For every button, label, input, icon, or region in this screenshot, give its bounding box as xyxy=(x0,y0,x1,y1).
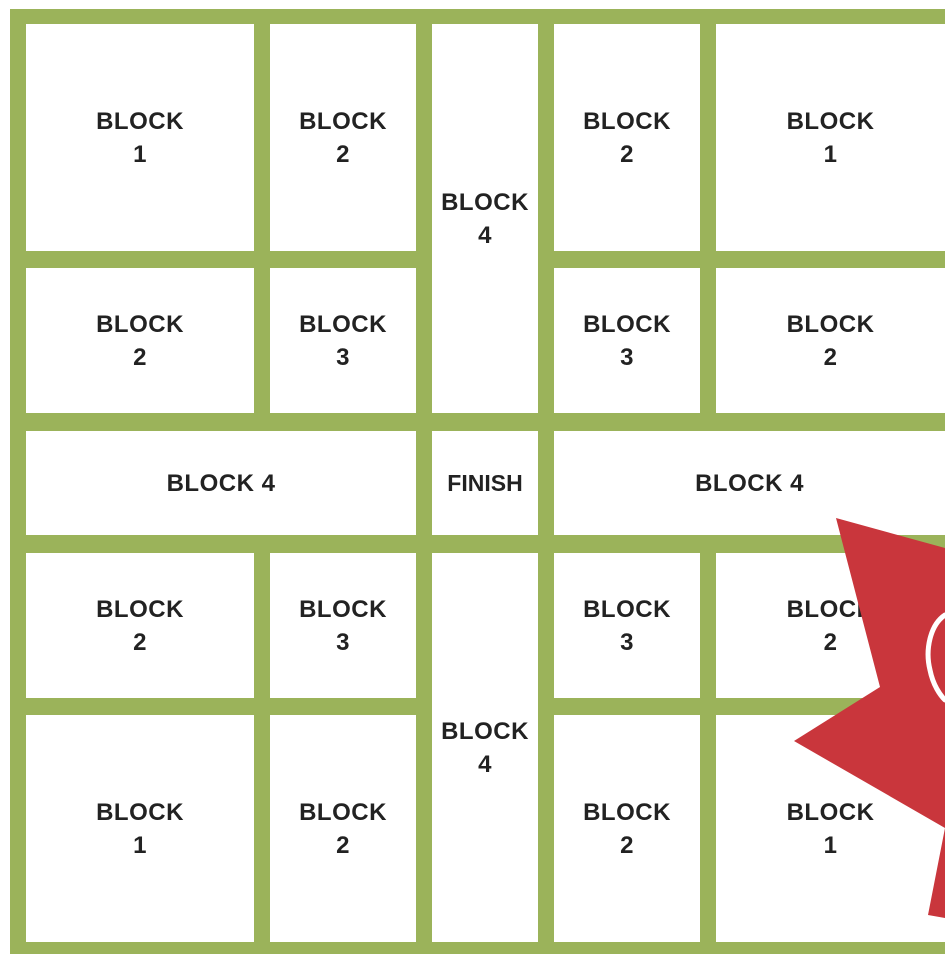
block-r1c5: BLOCK 1 xyxy=(716,24,945,251)
block-label: BLOCK 3 xyxy=(299,593,387,659)
block-r5c2: BLOCK 2 xyxy=(270,715,416,942)
block-r1c1: BLOCK 1 xyxy=(26,24,254,251)
block-r2c1: BLOCK 2 xyxy=(26,268,254,413)
block-label: BLOCK 2 xyxy=(583,105,671,171)
block-label: BLOCK 2 xyxy=(96,593,184,659)
block-r4c4: BLOCK 3 xyxy=(554,553,700,698)
block-r5c5: BLOCK 1 xyxy=(716,715,945,942)
block-r1c4: BLOCK 2 xyxy=(554,24,700,251)
block-label: FINISH xyxy=(447,467,522,500)
block-label: BLOCK 1 xyxy=(96,796,184,862)
block-r4c1: BLOCK 2 xyxy=(26,553,254,698)
block-center-top: BLOCK 4 xyxy=(432,24,538,413)
block-label: BLOCK 1 xyxy=(96,105,184,171)
block-r4c5: BLOCK 2 xyxy=(716,553,945,698)
block-center-bottom: BLOCK 4 xyxy=(432,553,538,942)
block-finish: FINISH xyxy=(432,431,538,535)
block-r2c2: BLOCK 3 xyxy=(270,268,416,413)
block-r1c2: BLOCK 2 xyxy=(270,24,416,251)
block-label: BLOCK 4 xyxy=(167,467,276,500)
block-label: BLOCK 2 xyxy=(787,593,875,659)
block-middle-left: BLOCK 4 xyxy=(26,431,416,535)
block-r4c2: BLOCK 3 xyxy=(270,553,416,698)
block-label: BLOCK 3 xyxy=(583,593,671,659)
block-label: BLOCK 4 xyxy=(695,467,804,500)
block-r5c1: BLOCK 1 xyxy=(26,715,254,942)
block-label: BLOCK 1 xyxy=(787,796,875,862)
block-label: BLOCK 4 xyxy=(441,186,529,252)
block-label: BLOCK 2 xyxy=(299,796,387,862)
block-label: BLOCK 3 xyxy=(299,308,387,374)
block-label: BLOCK 1 xyxy=(787,105,875,171)
block-r2c5: BLOCK 2 xyxy=(716,268,945,413)
block-label: BLOCK 2 xyxy=(583,796,671,862)
block-label: BLOCK 2 xyxy=(299,105,387,171)
block-r5c4: BLOCK 2 xyxy=(554,715,700,942)
block-label: BLOCK 4 xyxy=(441,715,529,781)
block-label: BLOCK 2 xyxy=(96,308,184,374)
block-r2c4: BLOCK 3 xyxy=(554,268,700,413)
block-middle-right: BLOCK 4 xyxy=(554,431,945,535)
block-label: BLOCK 2 xyxy=(787,308,875,374)
block-label: BLOCK 3 xyxy=(583,308,671,374)
